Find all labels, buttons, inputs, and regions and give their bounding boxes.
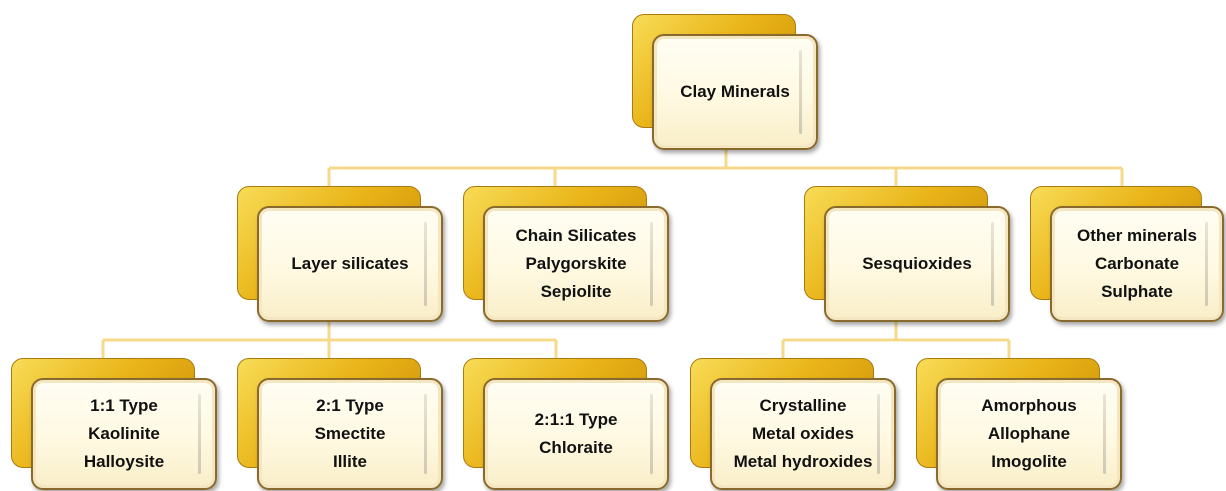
node-label: Other minerals	[1077, 226, 1197, 245]
node-front-card: Other minerals Carbonate Sulphate	[1050, 206, 1224, 322]
node-label: 2:1 Type	[316, 396, 384, 415]
node-front-card: 1:1 Type Kaolinite Halloysite	[31, 378, 217, 490]
node-amorphous: Amorphous Allophane Imogolite	[916, 358, 1122, 490]
node-label: Clay Minerals	[680, 82, 790, 101]
node-label: 2:1:1 Type	[534, 410, 618, 429]
node-clay-minerals: Clay Minerals	[632, 14, 818, 150]
node-label: 1:1 Type	[90, 396, 158, 415]
node-label: Chain Silicates	[515, 226, 637, 245]
node-label: Sulphate	[1101, 282, 1173, 301]
node-label: Allophane	[987, 424, 1071, 443]
node-2-1-1-type: 2:1:1 Type Chloraite	[463, 358, 669, 490]
node-label: Amorphous	[981, 396, 1077, 415]
node-front-card: Layer silicates	[257, 206, 443, 322]
node-label: Illite	[332, 452, 367, 471]
node-label: Metal oxides	[751, 424, 855, 443]
node-front-card: Amorphous Allophane Imogolite	[936, 378, 1122, 490]
node-front-card: 2:1 Type Smectite Illite	[257, 378, 443, 490]
node-2-1-type: 2:1 Type Smectite Illite	[237, 358, 443, 490]
node-label: Sesquioxides	[862, 254, 972, 273]
node-label: Carbonate	[1094, 254, 1180, 273]
node-label: Palygorskite	[525, 254, 627, 273]
node-front-card: 2:1:1 Type Chloraite	[483, 378, 669, 490]
node-other-minerals: Other minerals Carbonate Sulphate	[1030, 186, 1224, 322]
node-label: Imogolite	[991, 452, 1067, 471]
node-chain-silicates: Chain Silicates Palygorskite Sepiolite	[463, 186, 669, 322]
node-label: Layer silicates	[291, 254, 409, 273]
node-label: Sepiolite	[540, 282, 612, 301]
node-label: Kaolinite	[88, 424, 160, 443]
node-sesquioxides: Sesquioxides	[804, 186, 1010, 322]
node-label: Crystalline	[759, 396, 847, 415]
node-label: Halloysite	[83, 452, 165, 471]
node-front-card: Sesquioxides	[824, 206, 1010, 322]
node-label: Metal hydroxides	[733, 452, 873, 471]
node-label: Smectite	[314, 424, 386, 443]
node-crystalline: Crystalline Metal oxides Metal hydroxide…	[690, 358, 896, 490]
node-front-card: Crystalline Metal oxides Metal hydroxide…	[710, 378, 896, 490]
node-front-card: Clay Minerals	[652, 34, 818, 150]
node-1-1-type: 1:1 Type Kaolinite Halloysite	[11, 358, 217, 490]
node-label: Chloraite	[539, 438, 613, 457]
node-front-card: Chain Silicates Palygorskite Sepiolite	[483, 206, 669, 322]
node-layer-silicates: Layer silicates	[237, 186, 443, 322]
